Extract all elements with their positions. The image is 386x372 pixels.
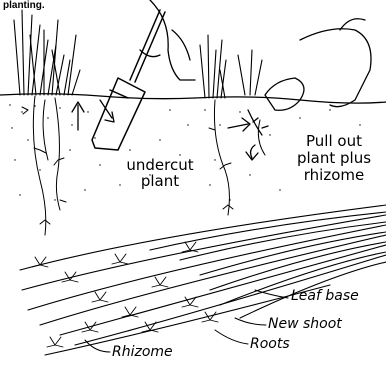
hand-right: [248, 19, 371, 135]
rhizome-bundle: [20, 205, 386, 355]
ground-line-right: [195, 97, 386, 103]
label-new-shoot: New shoot: [268, 316, 342, 332]
arrows-right: [228, 118, 258, 160]
label-undercut-plant: undercut plant: [120, 157, 200, 189]
roots-right: [209, 100, 265, 215]
boot-left: [140, 0, 195, 80]
label-pull-out-plant: Pull out plant plus rhizome: [282, 133, 386, 184]
label-rhizome: Rhizome: [112, 344, 173, 360]
roots-left: [22, 96, 66, 235]
grass-right: [200, 35, 262, 98]
spade-left: [92, 10, 165, 150]
ground-line-left: [0, 94, 195, 99]
label-roots: Roots: [250, 336, 290, 352]
grass-left: [14, 10, 80, 95]
label-leaf-base: Leaf base: [291, 288, 359, 304]
